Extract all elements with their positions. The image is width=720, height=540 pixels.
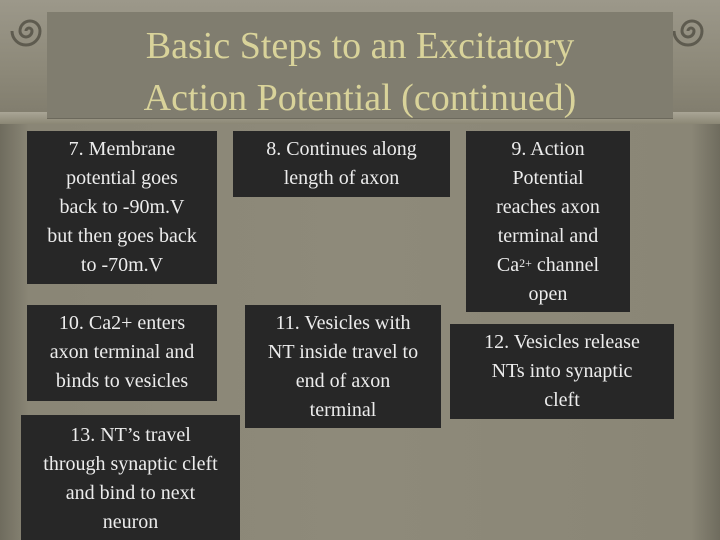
step-7-line: 7. Membrane	[68, 138, 176, 160]
step-7-line: but then goes back	[47, 225, 197, 247]
scroll-ornament-icon	[10, 19, 42, 47]
step-13-line: 13. NT’s travel	[70, 424, 191, 446]
step-11-box: 11. Vesicles with NT inside travel to en…	[245, 305, 441, 428]
slide-title-line-2: Action Potential (continued)	[143, 77, 577, 119]
step-13-line: through synaptic cleft	[43, 453, 218, 475]
step-13-line: and bind to next	[65, 482, 196, 504]
step-11-line: end of axon	[295, 370, 391, 392]
step-9-line: reaches axon	[496, 196, 600, 218]
step-9-box: 9. Action Potential reaches axon termina…	[466, 131, 630, 312]
step-11-line: 11. Vesicles with	[275, 312, 411, 334]
step-11-line: NT inside travel to	[267, 341, 419, 363]
step-13-line: neuron	[102, 511, 159, 533]
step-7-box: 7. Membrane potential goes back to -90m.…	[27, 131, 217, 284]
step-9-superscript: 2+	[519, 256, 532, 270]
step-9-channel: channel	[531, 254, 600, 276]
slide-title-line-1: Basic Steps to an Excitatory	[145, 25, 575, 67]
step-10-box: 10. Ca2+ enters axon terminal and binds …	[27, 305, 217, 401]
step-12-box: 12. Vesicles release NTs into synaptic c…	[450, 324, 674, 419]
step-13-box: 13. NT’s travel through synaptic cleft a…	[21, 415, 240, 540]
step-9-line: 9. Action	[511, 138, 585, 160]
step-8-line: length of axon	[283, 167, 400, 189]
step-9-line: Potential	[512, 167, 584, 189]
step-7-line: to -70m.V	[80, 254, 164, 276]
step-10-line: binds to vesicles	[55, 370, 189, 392]
step-10-line: axon terminal and	[49, 341, 195, 363]
step-11-line: terminal	[309, 399, 377, 421]
scroll-ornament-icon	[672, 19, 704, 47]
title-panel	[47, 12, 673, 119]
step-10-line: 10. Ca2+ enters	[58, 312, 186, 334]
step-8-box: 8. Continues along length of axon	[233, 131, 450, 197]
step-8-line: 8. Continues along	[266, 138, 417, 160]
step-9-line: Ca2+ channel	[466, 251, 630, 280]
step-9-line: open	[528, 283, 568, 305]
step-12-line: 12. Vesicles release	[484, 331, 640, 353]
step-12-line: cleft	[544, 389, 580, 411]
step-9-line: terminal and	[497, 225, 599, 247]
step-7-line: potential goes	[66, 167, 178, 189]
step-9-ca: Ca	[496, 254, 520, 276]
step-12-line: NTs into synaptic	[491, 360, 633, 382]
step-7-line: back to -90m.V	[59, 196, 185, 218]
